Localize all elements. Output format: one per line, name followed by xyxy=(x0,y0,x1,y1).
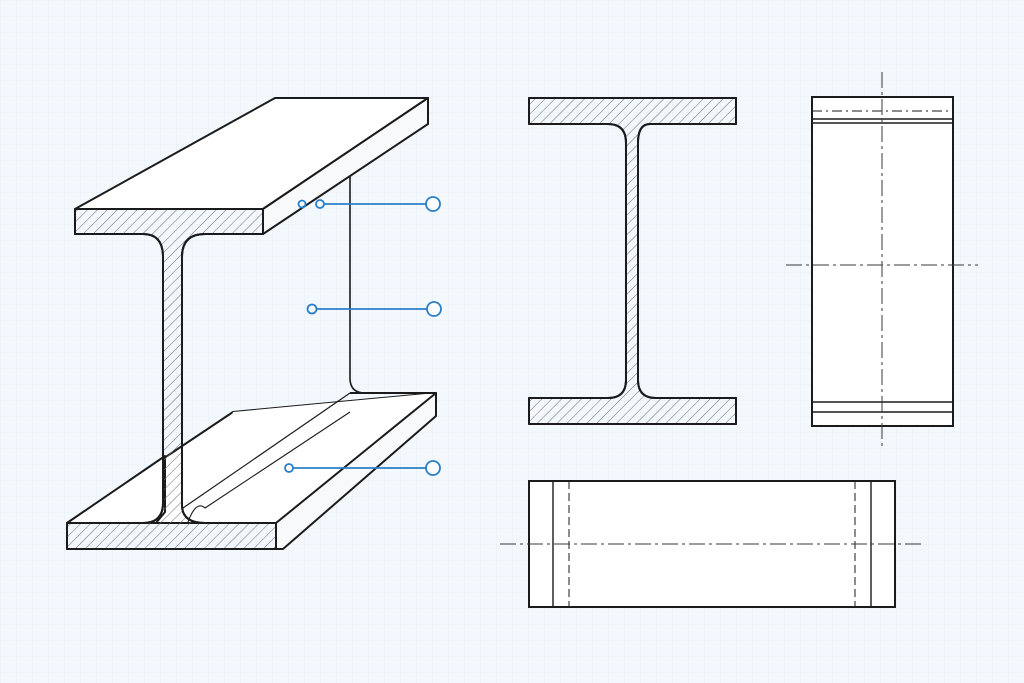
side-view xyxy=(786,72,978,450)
front-section-view xyxy=(528,97,737,425)
callout-top-flange-anchor xyxy=(297,199,307,209)
callout-bottom-flange[interactable] xyxy=(284,460,441,476)
isometric-view xyxy=(66,97,437,550)
top-view xyxy=(500,480,922,608)
callout-top-flange-bubble[interactable] xyxy=(425,196,441,212)
callout-bottom-flange-bubble[interactable] xyxy=(425,460,441,476)
callout-group xyxy=(284,196,442,476)
callout-web-anchor xyxy=(306,303,318,315)
callout-web[interactable] xyxy=(306,301,442,317)
callout-top-flange[interactable] xyxy=(297,196,441,212)
callout-web-bubble[interactable] xyxy=(426,301,442,317)
web-fillet-line xyxy=(182,392,351,509)
